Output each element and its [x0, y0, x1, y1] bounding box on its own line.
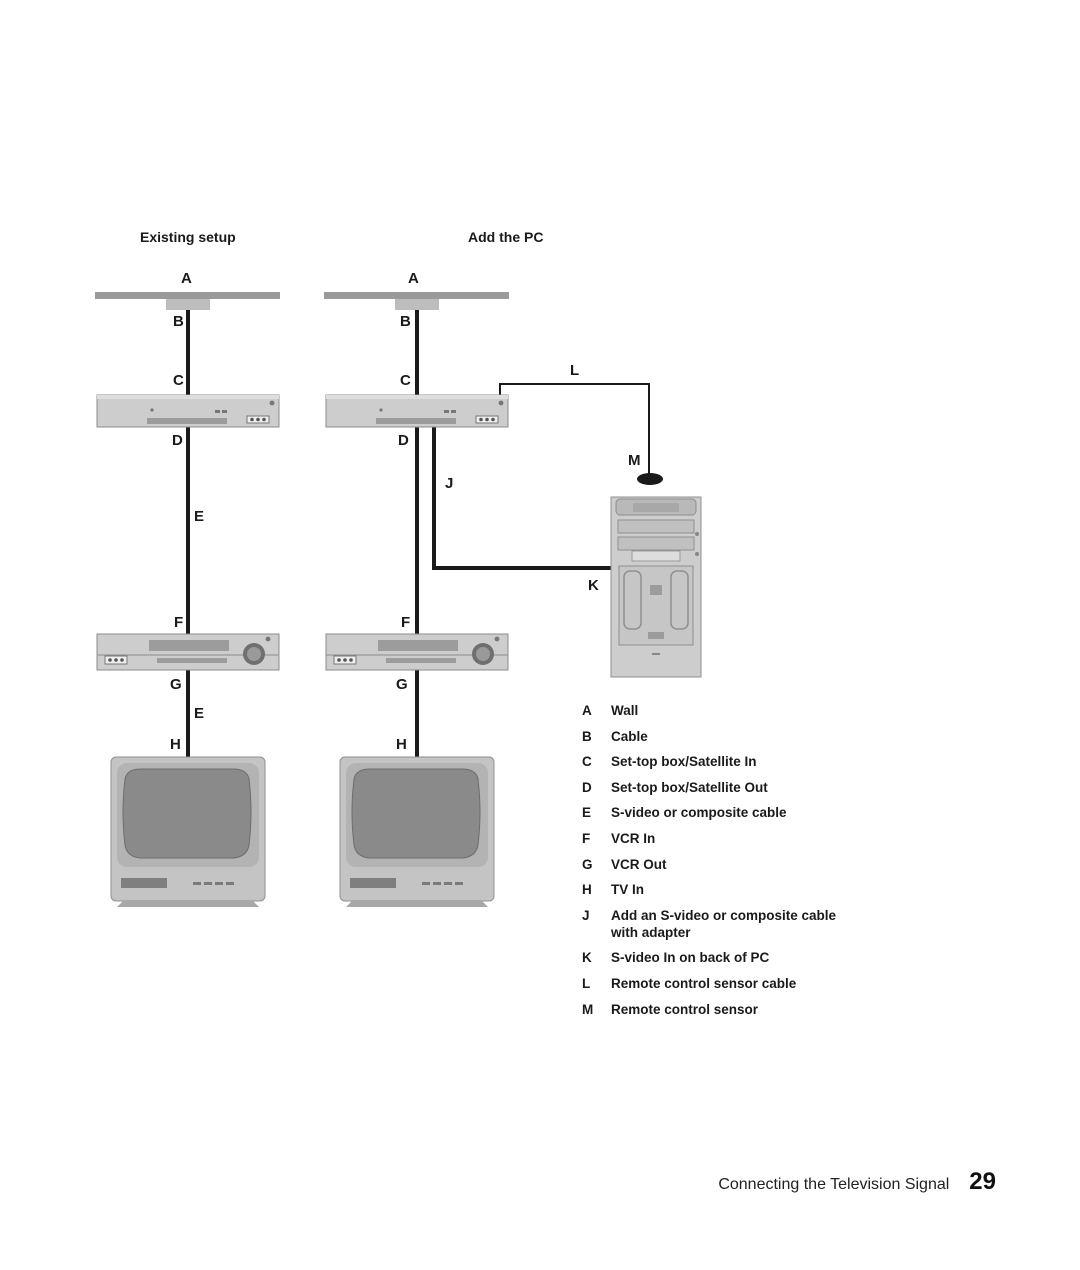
legend-key: E — [582, 805, 592, 821]
wall-left — [95, 292, 280, 299]
callout-g-left: G — [170, 676, 182, 693]
legend-item-m: M Remote control sensor — [582, 1001, 882, 1018]
set-top-box-right — [325, 394, 509, 428]
remote-sensor-cable — [499, 383, 650, 474]
legend-key: M — [582, 1001, 594, 1017]
legend-key: L — [582, 975, 591, 991]
legend-key: H — [582, 882, 592, 898]
callout-e-left: E — [194, 508, 205, 525]
legend-key: C — [582, 754, 592, 770]
s-video-cable-to-pc — [432, 427, 612, 570]
legend-text: TV In — [611, 882, 644, 898]
legend-item-e: E S-video or composite cable — [582, 804, 882, 821]
legend-item-l: L Remote control sensor cable — [582, 975, 882, 992]
wall-plate-left — [166, 299, 210, 310]
vcr-left — [96, 633, 280, 671]
legend-text: VCR Out — [611, 856, 667, 872]
callout-c-left: C — [173, 372, 184, 389]
page-footer: Connecting the Television Signal 29 — [718, 1168, 996, 1196]
legend-text: S-video In on back of PC — [611, 950, 770, 966]
callout-d-left: D — [172, 432, 183, 449]
callout-j: J — [445, 475, 454, 492]
callout-b-right: B — [400, 313, 411, 330]
callout-m: M — [628, 452, 641, 469]
callout-b-left: B — [173, 313, 184, 330]
legend-key: G — [582, 856, 593, 872]
pc-tower — [610, 496, 702, 678]
callout-a-left: A — [181, 270, 192, 287]
callout-h-left: H — [170, 736, 181, 753]
legend: A Wall B Cable C Set-top box/Satellite In D… — [582, 702, 882, 1026]
legend-item-k: K S-video In on back of PC — [582, 949, 882, 966]
wall-right — [324, 292, 509, 299]
legend-item-h: H TV In — [582, 881, 882, 898]
vcr-right — [325, 633, 509, 671]
page-number: 29 — [969, 1168, 996, 1195]
legend-item-c: C Set-top box/Satellite In — [582, 753, 882, 770]
legend-text: VCR In — [611, 830, 656, 846]
legend-key: J — [582, 907, 590, 923]
legend-key: B — [582, 728, 592, 744]
callout-e2-left: E — [194, 705, 205, 722]
legend-key: F — [582, 830, 591, 846]
legend-key: D — [582, 779, 592, 795]
add-pc-diagram — [324, 292, 702, 908]
legend-text: Remote control sensor cable — [611, 975, 797, 991]
wall-plate-right — [395, 299, 439, 310]
callout-g-right: G — [396, 676, 408, 693]
legend-key: A — [582, 703, 592, 718]
legend-text: Set-top box/Satellite In — [611, 754, 757, 770]
legend-item-d: D Set-top box/Satellite Out — [582, 779, 882, 796]
heading-existing-setup: Existing setup — [140, 229, 236, 245]
callout-f-left: F — [174, 614, 184, 631]
legend-text: Add an S-video or composite cable with a… — [611, 907, 837, 940]
remote-control-sensor — [637, 473, 663, 485]
legend-text: Cable — [611, 728, 648, 744]
callout-k: K — [588, 577, 599, 594]
legend-item-g: G VCR Out — [582, 856, 882, 873]
callout-f-right: F — [401, 614, 411, 631]
legend-item-b: B Cable — [582, 728, 882, 745]
callout-d-right: D — [398, 432, 409, 449]
legend-item-f: F VCR In — [582, 830, 882, 847]
callout-a-right: A — [408, 270, 419, 287]
television-left — [110, 756, 266, 908]
legend-item-a: A Wall — [582, 702, 882, 719]
legend-text: Remote control sensor — [611, 1001, 759, 1017]
legend-text: S-video or composite cable — [611, 805, 787, 821]
footer-section-title: Connecting the Television Signal — [718, 1176, 950, 1193]
callout-h-right: H — [396, 736, 407, 753]
callout-l: L — [570, 362, 580, 379]
set-top-box-left — [96, 394, 280, 428]
legend-text: Wall — [611, 703, 639, 718]
heading-add-the-pc: Add the PC — [468, 229, 544, 245]
existing-setup-diagram — [95, 292, 280, 908]
legend-item-j: J Add an S-video or composite cable with … — [582, 907, 882, 941]
television-right — [339, 756, 495, 908]
legend-text: Set-top box/Satellite Out — [611, 779, 768, 795]
legend-key: K — [582, 950, 592, 966]
callout-c-right: C — [400, 372, 411, 389]
